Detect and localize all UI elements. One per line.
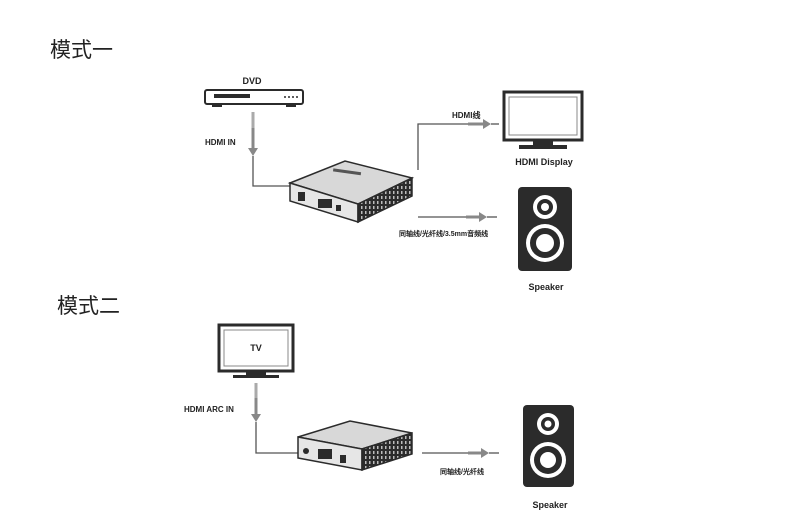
speaker-2-label: Speaker — [532, 500, 568, 510]
hdmi-display-icon — [502, 90, 584, 149]
speaker-label: Speaker — [528, 282, 564, 292]
hdmi-out-connector — [417, 119, 499, 170]
hdmi-arc-in-label: HDMI ARC IN — [184, 405, 234, 414]
audio-cable-label-2: 同轴线/光纤线 — [440, 467, 484, 476]
hdmi-display-label: HDMI Display — [515, 157, 573, 167]
hdmi-in-connector — [248, 112, 290, 187]
dvd-player-icon — [204, 89, 304, 107]
mode1-title: 模式一 — [50, 38, 113, 62]
hdmi-in-label: HDMI IN — [205, 138, 236, 147]
speaker-icon — [518, 187, 572, 271]
audio-extractor-box-icon — [287, 160, 415, 224]
tv-icon — [217, 323, 295, 378]
dvd-label: DVD — [242, 76, 262, 86]
audio-out-connector — [418, 212, 497, 222]
audio-out-connector-2 — [422, 448, 499, 458]
tv-label: TV — [250, 343, 262, 353]
speaker-2-icon — [523, 405, 574, 487]
audio-cable-label: 同轴线/光纤线/3.5mm音频线 — [399, 229, 488, 238]
audio-extractor-box-2-icon — [297, 420, 413, 472]
mode2-title: 模式二 — [57, 294, 120, 318]
hdmi-arc-in-connector — [251, 383, 300, 454]
hdmi-cable-label: HDMI线 — [452, 110, 480, 120]
